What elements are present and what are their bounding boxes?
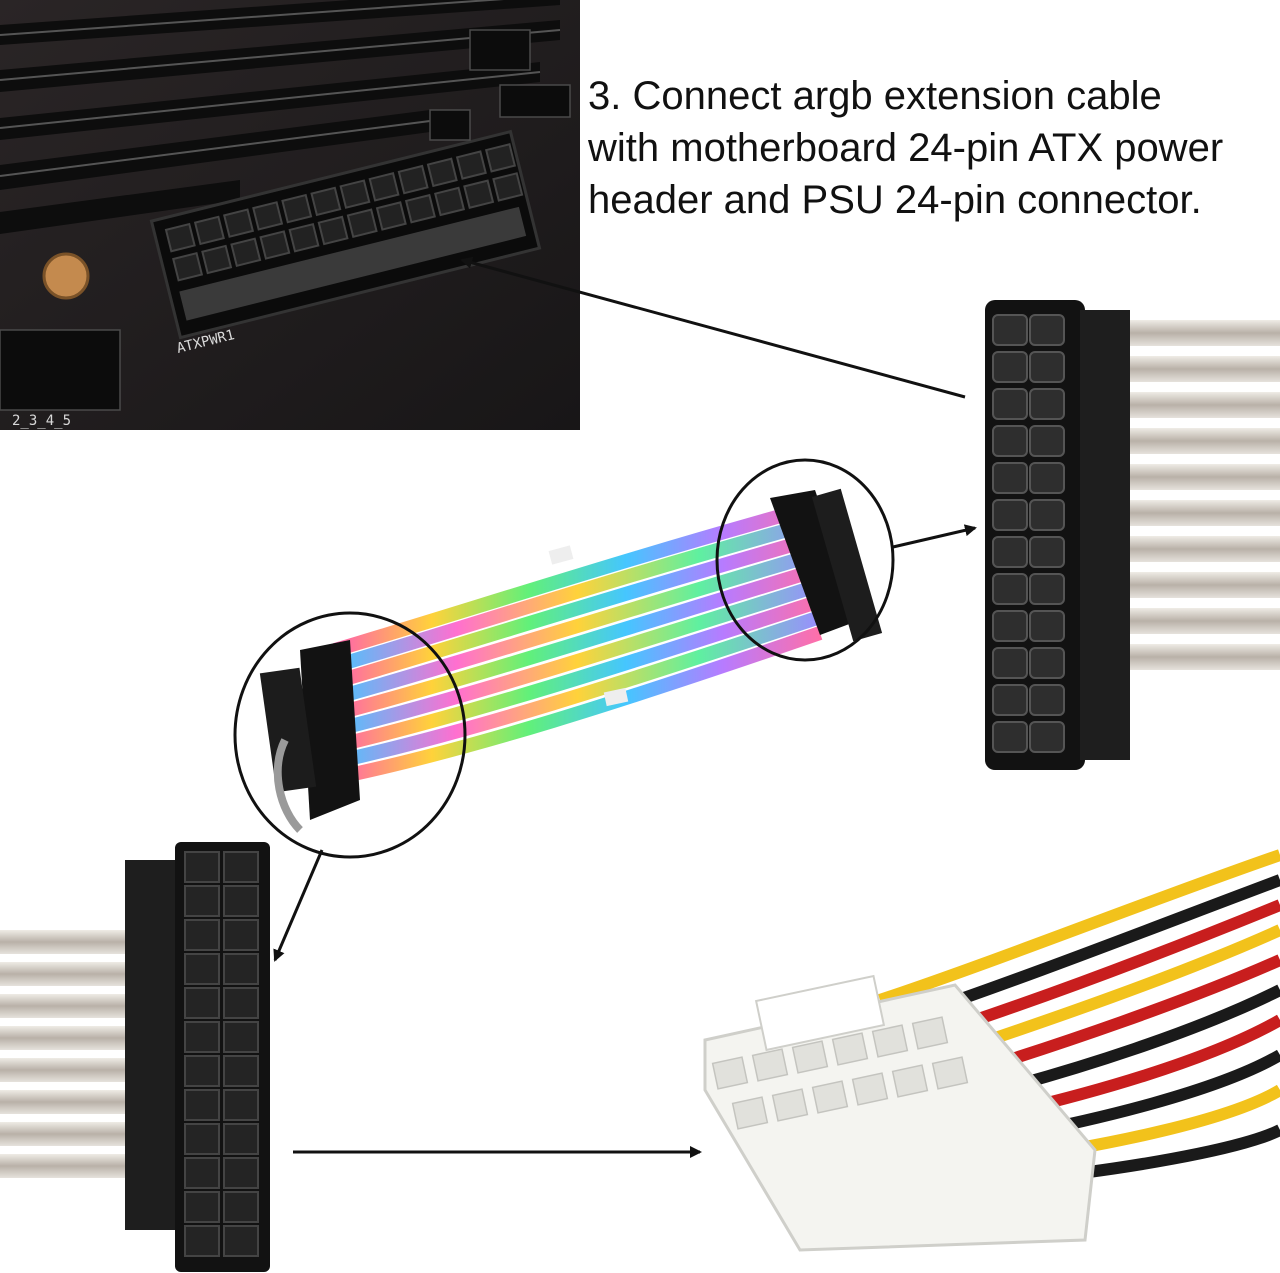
motherboard-atx-header [149,129,542,340]
arrow-to-left-connector [273,849,324,962]
atx-connector-bottom-left [0,842,270,1272]
pcb-silk-label: 2_3_4_5 [12,413,71,429]
argb-cable-female-end [259,640,360,833]
motherboard-photo: ATXPWR1 2_3_4_5 [0,0,580,430]
arrow-to-right-connector [892,524,977,549]
instruction-line-2: with motherboard 24-pin ATX power [588,126,1224,170]
argb-extension-cable [233,458,895,859]
ram-slots [0,0,561,234]
standoff-screw [42,252,90,300]
psu-connector [703,849,1280,1252]
instruction-line-1: 3. Connect argb extension cable [588,74,1162,118]
instruction-text: 3. Connect argb extension cable with mot… [588,70,1278,226]
instruction-line-3: header and PSU 24-pin connector. [588,178,1202,222]
highlight-circle-left [233,611,467,859]
arrow-to-motherboard [460,256,966,399]
argb-cable-male-end [770,488,883,642]
pcb-components [0,29,571,411]
atx-connector-right [985,300,1280,770]
highlight-circle-right [715,458,895,662]
